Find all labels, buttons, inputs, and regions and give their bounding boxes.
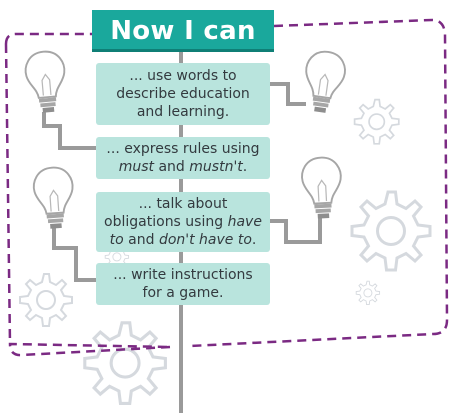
emphasis-have: have (227, 214, 262, 230)
can-do-item-obligations: ... talk about obligations using have to… (96, 192, 270, 252)
emphasis-dont-have-to: don't have to (158, 232, 252, 248)
dashed-border (4, 18, 449, 357)
light-bulb-icon (31, 165, 77, 231)
can-do-item-instructions: ... write instructions for a game. (96, 263, 270, 305)
gear-icon (353, 98, 400, 145)
light-bulb-icon (299, 48, 349, 116)
period: . (242, 159, 248, 175)
step-line: ... talk about (138, 196, 228, 212)
can-do-item-education-words: ... use words to describe education and … (96, 63, 270, 125)
step-line: for a game. (142, 285, 224, 301)
step-line: describe education (116, 86, 250, 102)
light-bulb-icon (23, 49, 69, 115)
gear-icon (19, 273, 73, 327)
emphasis-must: must (118, 159, 155, 175)
emphasis-mustnt: mustn't (189, 159, 243, 175)
gear-icon (355, 280, 381, 306)
gear-icon (350, 190, 432, 272)
step-line: must and mustn't. (102, 158, 264, 176)
step-line: ... use words to (129, 68, 237, 84)
step-text: obligations using (104, 214, 228, 230)
gear-icon (83, 321, 167, 405)
step-line: obligations using have (102, 213, 264, 231)
can-do-item-rules: ... express rules using must and mustn't… (96, 137, 270, 179)
period: . (251, 232, 257, 248)
page-title: Now I can ... (92, 10, 274, 88)
step-line: to and don't have to. (102, 231, 264, 249)
step-line: ... write instructions (113, 267, 253, 283)
connector-text: and (123, 232, 159, 248)
light-bulb-icon (300, 155, 344, 221)
step-line: ... express rules using (106, 141, 260, 157)
connector-text: and (154, 159, 190, 175)
emphasis-to: to (109, 232, 124, 248)
step-line: and learning. (136, 104, 230, 120)
